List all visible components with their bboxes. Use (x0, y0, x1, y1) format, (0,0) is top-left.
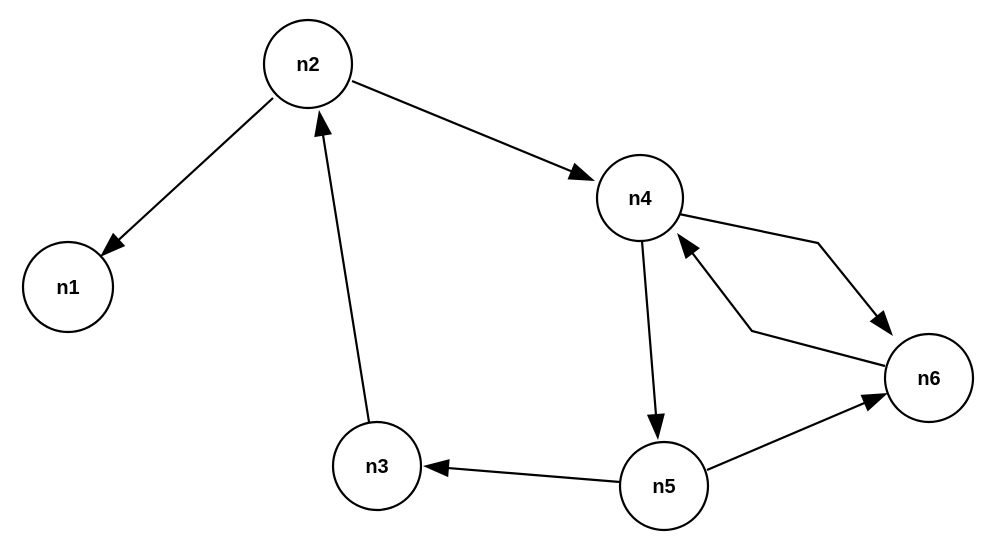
nodes-layer: n1 n2 n3 n4 n5 n6 (21, 18, 975, 532)
graph-node-n2[interactable]: n2 (262, 18, 354, 110)
edge-arrowhead (646, 413, 665, 440)
edge-arrowhead (869, 310, 893, 336)
edge-n2-to-n4 (351, 79, 595, 181)
node-label-n1: n1 (56, 277, 79, 299)
edge-line (690, 251, 886, 368)
node-label-n6: n6 (917, 368, 940, 390)
node-label-n3: n3 (365, 456, 388, 478)
edge-n5-to-n3 (423, 459, 621, 484)
edge-line (351, 79, 574, 173)
edge-line (678, 212, 879, 319)
graph-node-n1[interactable]: n1 (21, 240, 115, 334)
edge-line (446, 466, 621, 484)
node-circle-n1[interactable] (21, 240, 115, 334)
edge-arrowhead (567, 162, 595, 181)
edge-line (116, 97, 274, 242)
node-circle-n4[interactable] (595, 153, 685, 243)
edge-n4-to-n6 (678, 212, 893, 336)
edges-layer (100, 79, 893, 484)
graph-node-n3[interactable]: n3 (331, 420, 423, 512)
node-circle-n5[interactable] (618, 440, 710, 532)
graph-node-n4[interactable]: n4 (595, 153, 685, 243)
edge-arrowhead (314, 110, 333, 138)
edge-line (640, 240, 658, 417)
edge-arrowhead (423, 459, 450, 478)
edge-n3-to-n2 (314, 110, 371, 423)
node-circle-n6[interactable] (883, 332, 975, 424)
graph-node-n5[interactable]: n5 (618, 440, 710, 532)
node-label-n4: n4 (628, 188, 652, 210)
node-circle-n3[interactable] (331, 420, 423, 512)
edge-n2-to-n1 (100, 97, 274, 257)
edge-line (321, 133, 371, 423)
graph-node-n6[interactable]: n6 (883, 332, 975, 424)
node-label-n5: n5 (652, 476, 675, 498)
node-label-n2: n2 (296, 54, 319, 76)
edge-n5-to-n6 (706, 393, 888, 472)
edge-n6-to-n4 (677, 233, 886, 368)
edge-line (706, 401, 867, 472)
edge-n4-to-n5 (640, 240, 665, 440)
edge-arrowhead (860, 393, 888, 412)
node-circle-n2[interactable] (262, 18, 354, 110)
edge-arrowhead (100, 232, 126, 257)
edge-arrowhead (677, 233, 700, 260)
